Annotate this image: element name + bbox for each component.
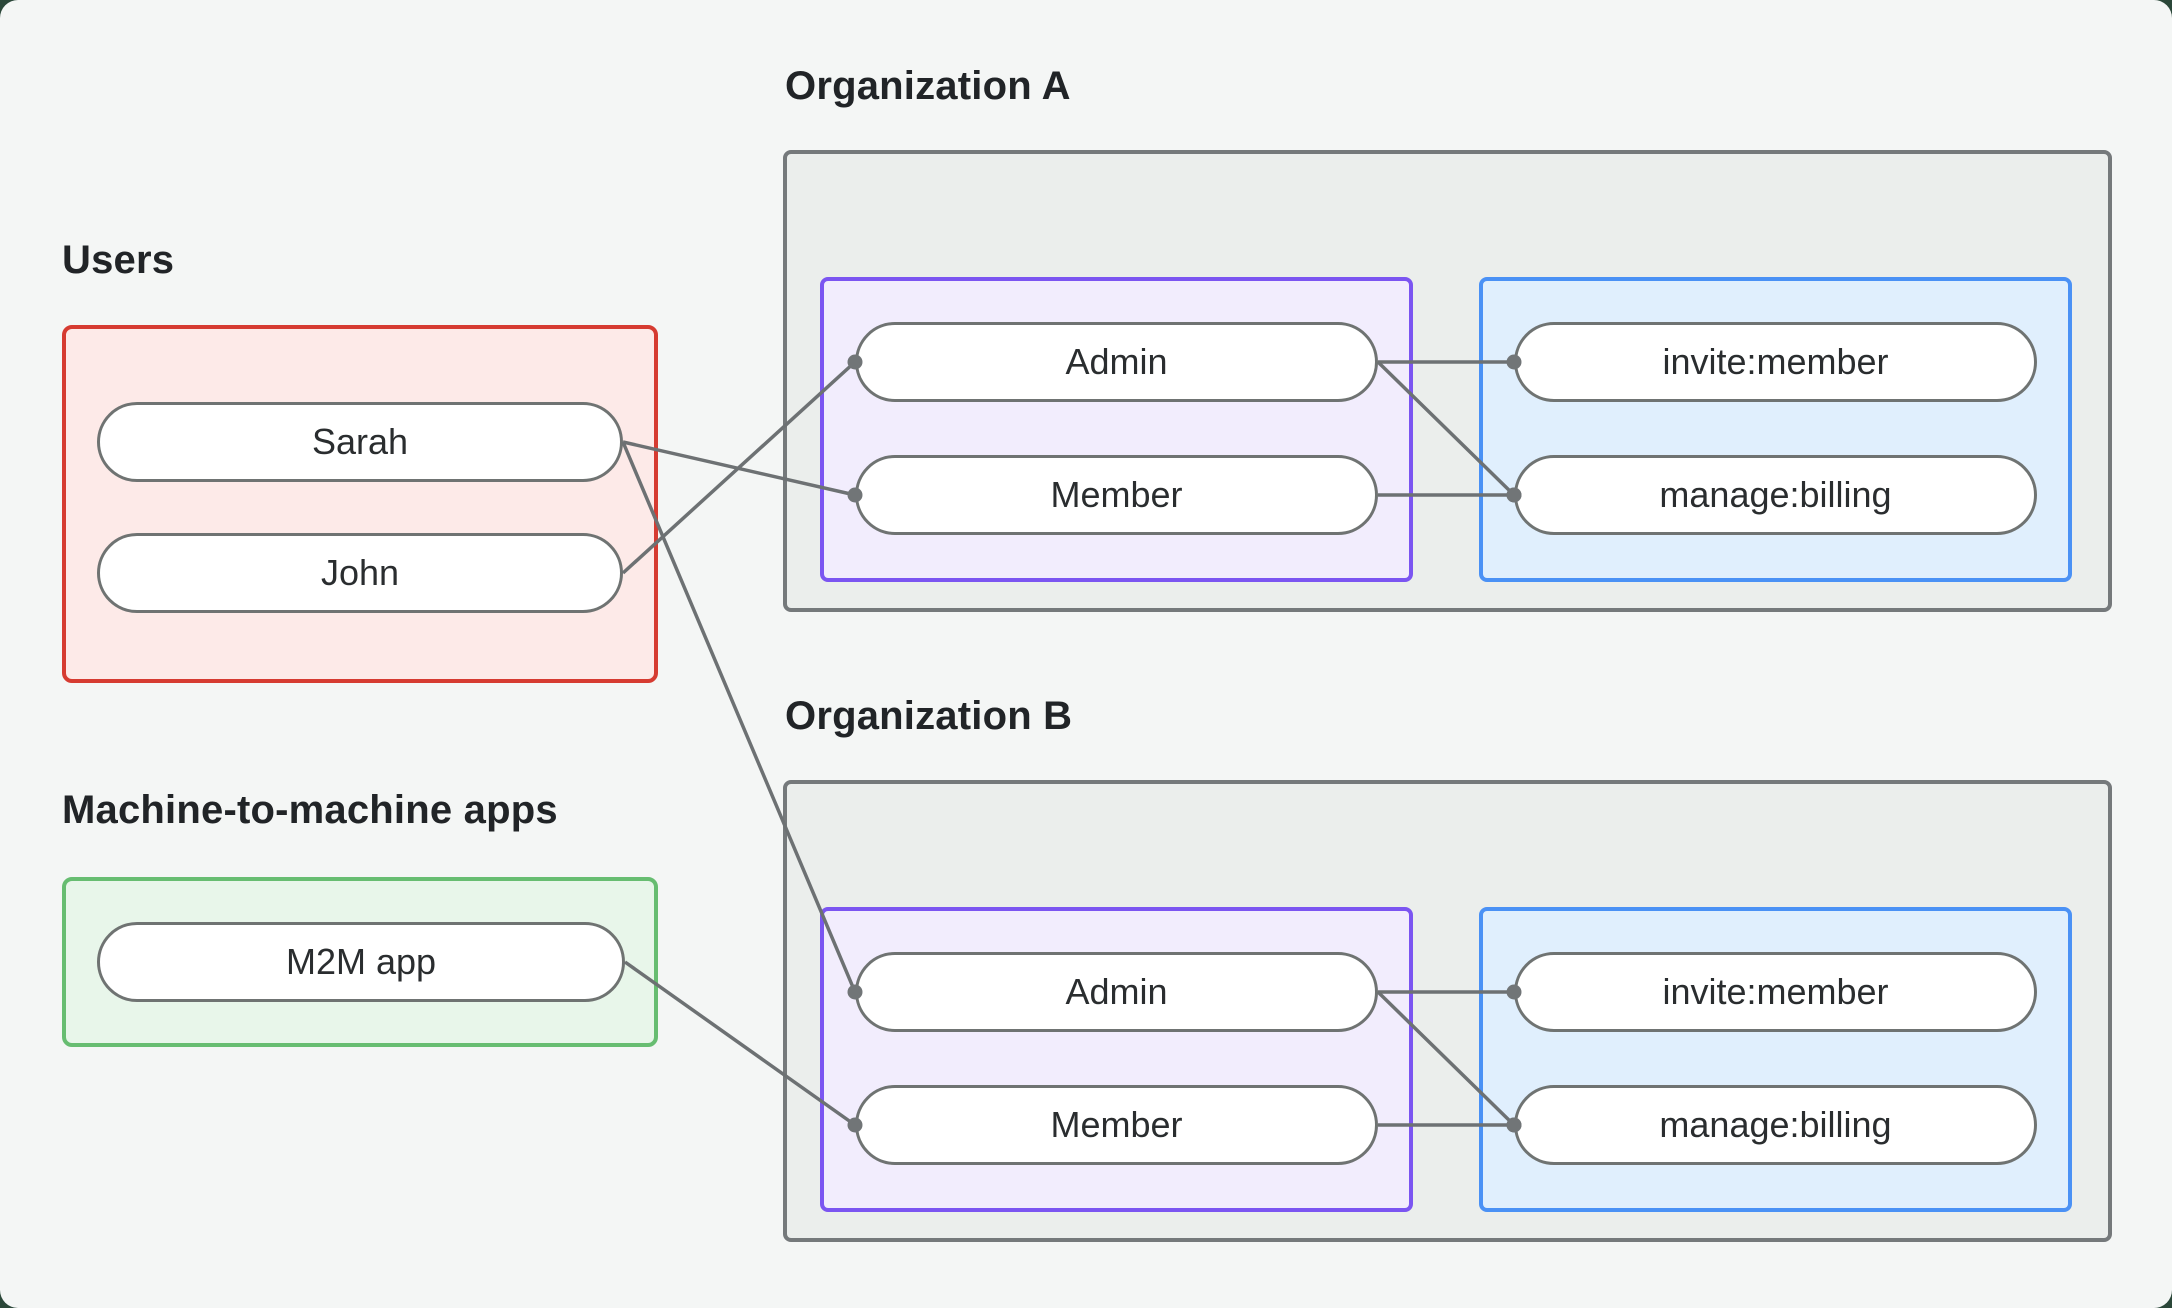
pill-orga-member: Member — [855, 455, 1378, 535]
pill-john: John — [97, 533, 623, 613]
users-group-box — [62, 325, 658, 683]
users-section-title: Users — [62, 238, 175, 282]
pill-m2m-app: M2M app — [97, 922, 625, 1002]
pill-orga-invite-member: invite:member — [1514, 322, 2037, 402]
orgb-title: Organization B — [785, 694, 1073, 738]
pill-orga-manage-billing: manage:billing — [1514, 455, 2037, 535]
orga-title: Organization A — [785, 64, 1071, 108]
m2m-section-title: Machine-to-machine apps — [62, 788, 558, 832]
pill-orga-admin: Admin — [855, 322, 1378, 402]
pill-orgb-invite-member: invite:member — [1514, 952, 2037, 1032]
pill-orgb-manage-billing: manage:billing — [1514, 1085, 2037, 1165]
pill-orgb-admin: Admin — [855, 952, 1378, 1032]
pill-sarah: Sarah — [97, 402, 623, 482]
pill-orgb-member: Member — [855, 1085, 1378, 1165]
